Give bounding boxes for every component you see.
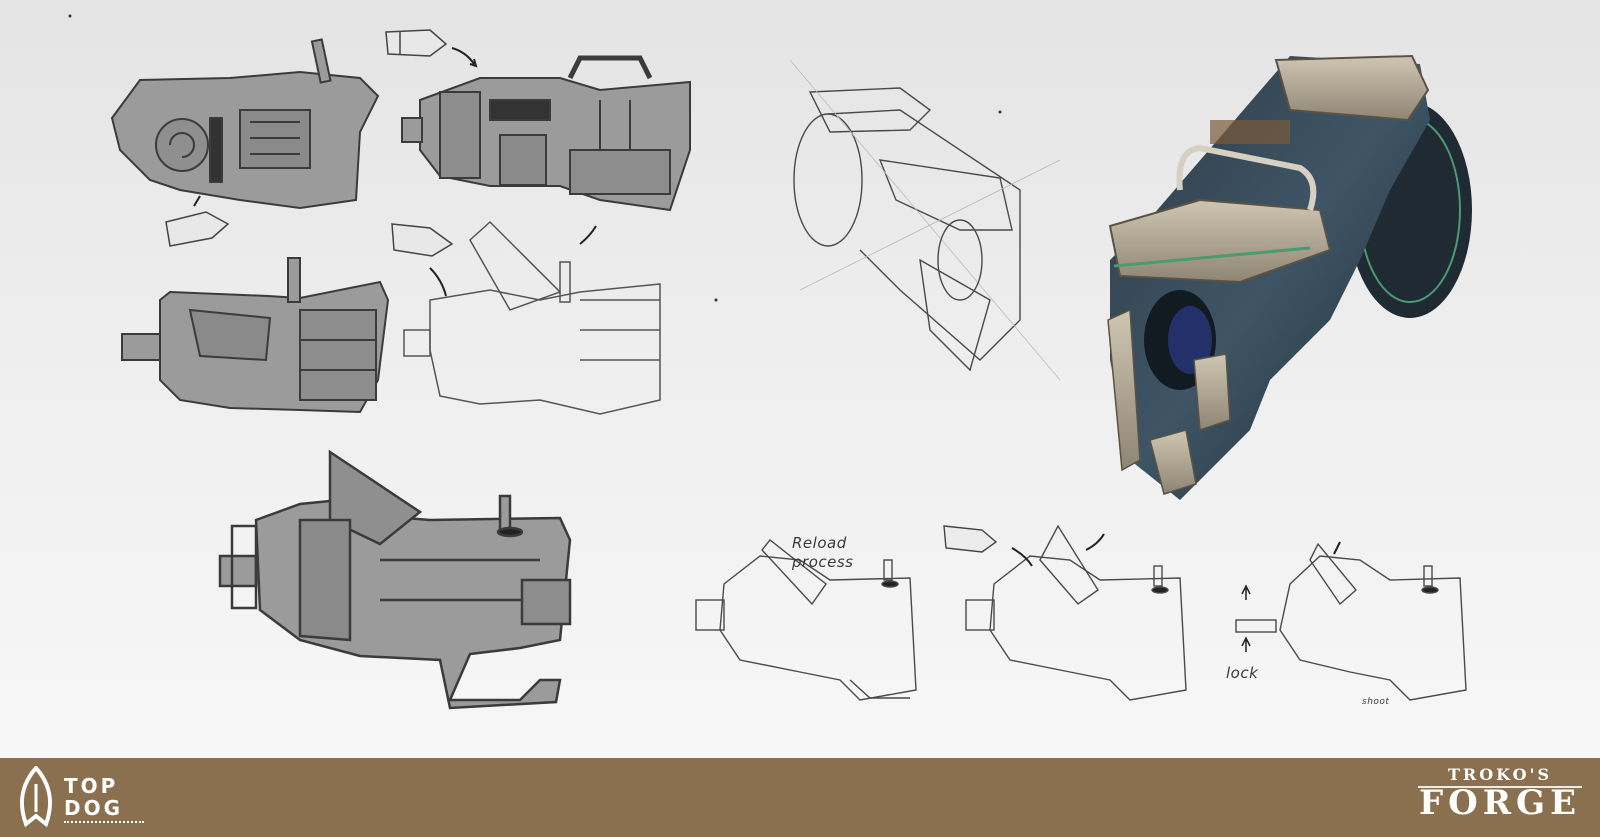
line-sketch-1	[403, 220, 661, 415]
trokos-forge-logo: TROKO'S FORGE	[1410, 764, 1590, 832]
stray-marks	[68, 14, 1002, 302]
top-dog-logo: TOP DOG	[14, 766, 144, 830]
top-dog-line2: DOG	[64, 796, 124, 820]
grey-silhouette-2	[401, 55, 691, 212]
logo-rule	[1418, 786, 1582, 788]
rendered-weapon	[1107, 54, 1472, 500]
top-dog-logo-icon	[19, 766, 53, 828]
perspective-sketch	[789, 59, 1061, 381]
top-dog-line1: TOP	[64, 774, 119, 798]
trokos-forge-line1: TROKO'S	[1447, 765, 1552, 784]
bullet-shell-mid	[391, 223, 454, 297]
bullet-shell-left	[165, 195, 230, 247]
brand-footer: TOP DOG TROKO'S FORGE	[0, 758, 1600, 837]
logo-dotted-rule	[64, 821, 144, 825]
shoot-annotation: shoot	[1362, 697, 1390, 707]
reload-process-annotation: Reload process	[792, 534, 854, 571]
grey-silhouette-3	[121, 257, 390, 414]
reload-sketch-2	[943, 524, 1187, 701]
lock-annotation: lock	[1226, 664, 1259, 682]
concept-art-canvas: Reload process lock shoot	[0, 0, 1600, 758]
bullet-shell-top	[385, 29, 478, 68]
grey-silhouette-1	[110, 38, 380, 210]
concept-sketches	[68, 14, 1472, 710]
trokos-forge-line2: FORGE	[1419, 783, 1581, 823]
reload-sketch-1	[695, 539, 917, 701]
reload-sketch-3	[1235, 541, 1467, 701]
grey-silhouette-large	[218, 449, 572, 710]
